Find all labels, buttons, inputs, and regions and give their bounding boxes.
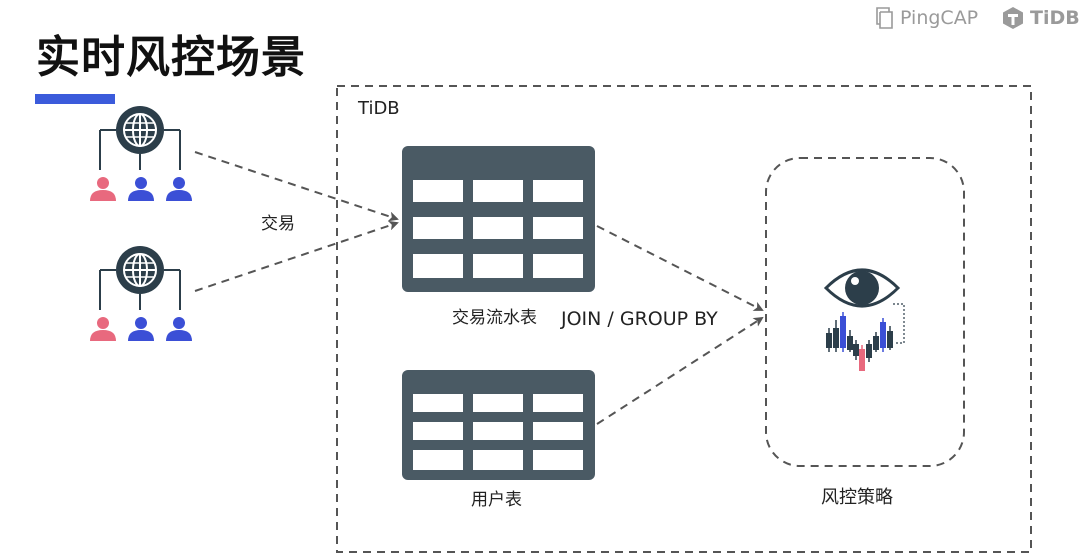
arrow-users2-to-transactions bbox=[194, 220, 399, 292]
user-blue-icon bbox=[128, 317, 154, 341]
risk-strategy-label: 风控策略 bbox=[821, 487, 893, 508]
pingcap-logo-text: PingCAP bbox=[900, 7, 979, 29]
tidb-logo-text: TiDB bbox=[1030, 7, 1080, 29]
user-blue-icon bbox=[166, 177, 192, 201]
user-pink-icon bbox=[90, 317, 116, 341]
user-group-2 bbox=[90, 245, 192, 341]
transaction-table-label: 交易流水表 bbox=[452, 308, 537, 328]
user-blue-icon bbox=[128, 177, 154, 201]
arrow-users1-to-transactions bbox=[194, 151, 399, 222]
pingcap-logo-icon bbox=[874, 6, 894, 30]
user-table-icon bbox=[402, 370, 595, 480]
transaction-table-icon bbox=[402, 146, 595, 292]
user-blue-icon bbox=[166, 317, 192, 341]
tidb-container-label: TiDB bbox=[358, 98, 400, 119]
hierarchy-lines bbox=[99, 129, 181, 170]
user-group-1 bbox=[90, 105, 192, 201]
eye-icon bbox=[823, 268, 901, 308]
user-table-label: 用户表 bbox=[471, 490, 522, 510]
network-globe-icon bbox=[115, 105, 165, 155]
title-underline bbox=[35, 94, 115, 104]
tidb-logo-icon bbox=[1002, 6, 1024, 30]
tidb-logo: TiDB bbox=[1002, 5, 1080, 31]
page-title: 实时风控场景 bbox=[36, 32, 306, 83]
trade-edge-label: 交易 bbox=[261, 214, 295, 234]
candlestick-chart-icon bbox=[826, 303, 905, 371]
arrow-transactions-to-risk bbox=[596, 225, 764, 311]
hierarchy-lines bbox=[99, 269, 181, 310]
network-globe-icon bbox=[115, 245, 165, 295]
user-pink-icon bbox=[90, 177, 116, 201]
risk-strategy-box bbox=[765, 157, 965, 467]
arrow-users-to-risk bbox=[596, 316, 764, 425]
tidb-container bbox=[336, 85, 1032, 553]
join-group-by-label: JOIN / GROUP BY bbox=[561, 308, 718, 330]
pingcap-logo: PingCAP bbox=[874, 5, 978, 31]
